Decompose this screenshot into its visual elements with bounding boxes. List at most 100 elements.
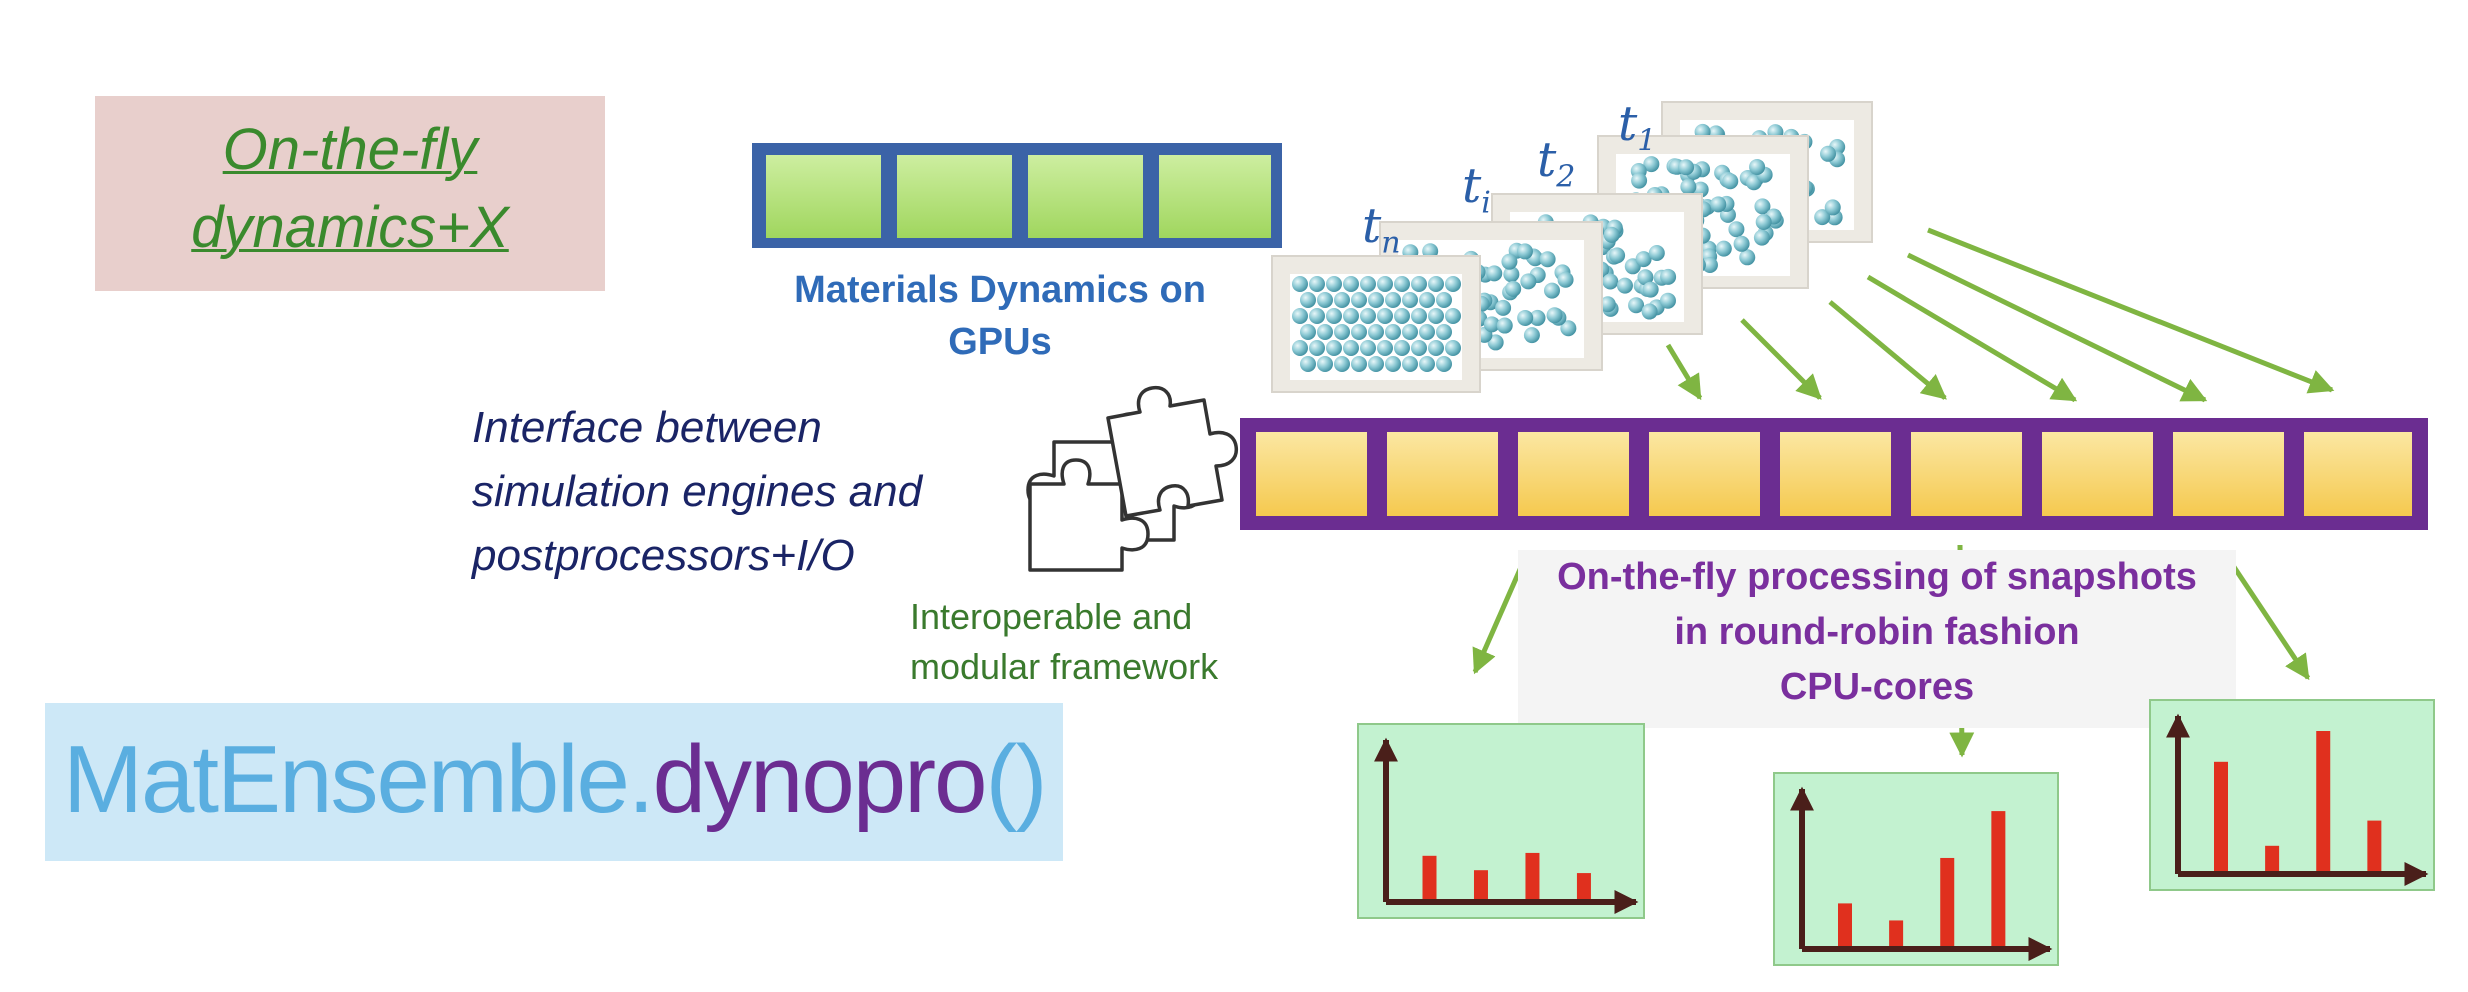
atom [1368, 292, 1384, 308]
bar [1838, 903, 1852, 946]
api-parens: () [985, 726, 1048, 833]
atom [1659, 292, 1676, 309]
atom [1560, 320, 1577, 337]
mini-charts [1357, 699, 2435, 966]
atom [1428, 340, 1444, 356]
atom [1385, 356, 1401, 372]
bar [1422, 855, 1437, 899]
atom [1394, 340, 1410, 356]
bar [1576, 873, 1591, 899]
atom [1292, 308, 1308, 324]
processing-line-2: in round-robin fashion [1674, 611, 2080, 653]
atom [1385, 324, 1401, 340]
atom [1599, 296, 1616, 313]
atom [1334, 292, 1350, 308]
atom [1317, 356, 1333, 372]
atom [1648, 245, 1665, 262]
atom [1360, 340, 1376, 356]
processing-line-1: On-the-fly processing of snapshots [1557, 556, 2197, 598]
atom [1635, 251, 1652, 268]
atom [1678, 159, 1695, 176]
atom [1739, 249, 1756, 266]
atom [1660, 268, 1677, 285]
atom [1602, 273, 1619, 290]
atom [1419, 292, 1435, 308]
processing-label-bg [1518, 550, 2236, 728]
cpu-cell [2173, 432, 2284, 516]
atom [1292, 340, 1308, 356]
gpu-cell [1028, 155, 1143, 238]
atom [1753, 229, 1770, 246]
arrow [1665, 343, 1703, 401]
arrow [1828, 300, 1947, 400]
atom [1411, 340, 1427, 356]
atom [1609, 247, 1626, 264]
atom [1419, 356, 1435, 372]
gpu-cell [766, 155, 881, 238]
atom [1419, 324, 1435, 340]
gpu-label-line-2: GPUs [948, 321, 1052, 363]
processing-text: On-the-fly processing of snapshots in ro… [1518, 550, 2236, 715]
atom [1728, 221, 1745, 238]
time-label-tn: tn [1362, 198, 1401, 261]
atom [1631, 172, 1648, 189]
cpu-cell [1387, 432, 1498, 516]
title-line-2: dynamics+X [191, 195, 509, 260]
atom [1628, 297, 1645, 314]
atom [1343, 340, 1359, 356]
atom [1428, 308, 1444, 324]
cpu-cell [2042, 432, 2153, 516]
atom [1642, 281, 1659, 298]
atom [1543, 282, 1560, 299]
cpu-cell [1911, 432, 2022, 516]
atom [1326, 340, 1342, 356]
atom [1529, 309, 1546, 326]
title-line-1: On-the-fly [222, 117, 478, 182]
atom [1641, 303, 1658, 320]
atom [1710, 196, 1727, 213]
atom [1546, 307, 1563, 324]
interface-line-3: postprocessors+I/O [472, 531, 855, 580]
atom [1394, 308, 1410, 324]
atom [1487, 334, 1504, 351]
atom [1334, 324, 1350, 340]
bar [2367, 820, 2382, 871]
arrow [1866, 274, 2078, 403]
atom [1754, 198, 1771, 215]
atom [1501, 253, 1518, 270]
atom [1701, 256, 1718, 273]
api-call-text: MatEnsemble.dynopro() [63, 705, 1048, 855]
atom [1292, 276, 1308, 292]
cpu-cell [1649, 432, 1760, 516]
interface-text: Interface between simulation engines and… [472, 396, 922, 588]
atom [1495, 299, 1512, 316]
title-box: On-the-fly dynamics+X [95, 96, 605, 291]
atom [1445, 276, 1461, 292]
atom [1351, 292, 1367, 308]
atom [1334, 356, 1350, 372]
atom [1402, 324, 1418, 340]
atom [1309, 276, 1325, 292]
bar [2265, 845, 2280, 871]
atom [1814, 209, 1831, 226]
atom [1520, 273, 1537, 290]
puzzle-icon [1026, 385, 1239, 572]
bar [1889, 920, 1904, 946]
processing-line-3: CPU-cores [1779, 666, 1975, 708]
cpu-cell [1256, 432, 1367, 516]
arrow [1472, 556, 1528, 675]
atom [1300, 324, 1316, 340]
atom [1445, 340, 1461, 356]
bar [1940, 857, 1955, 946]
atom [1411, 308, 1427, 324]
mini-chart-bg [1357, 723, 1645, 919]
atom [1351, 324, 1367, 340]
atom [1496, 317, 1513, 334]
atom [1343, 308, 1359, 324]
atom [1523, 327, 1540, 344]
atom [1445, 308, 1461, 324]
gpu-bar [752, 143, 1282, 248]
arrow [1927, 227, 2335, 394]
cpu-cell [2304, 432, 2412, 516]
